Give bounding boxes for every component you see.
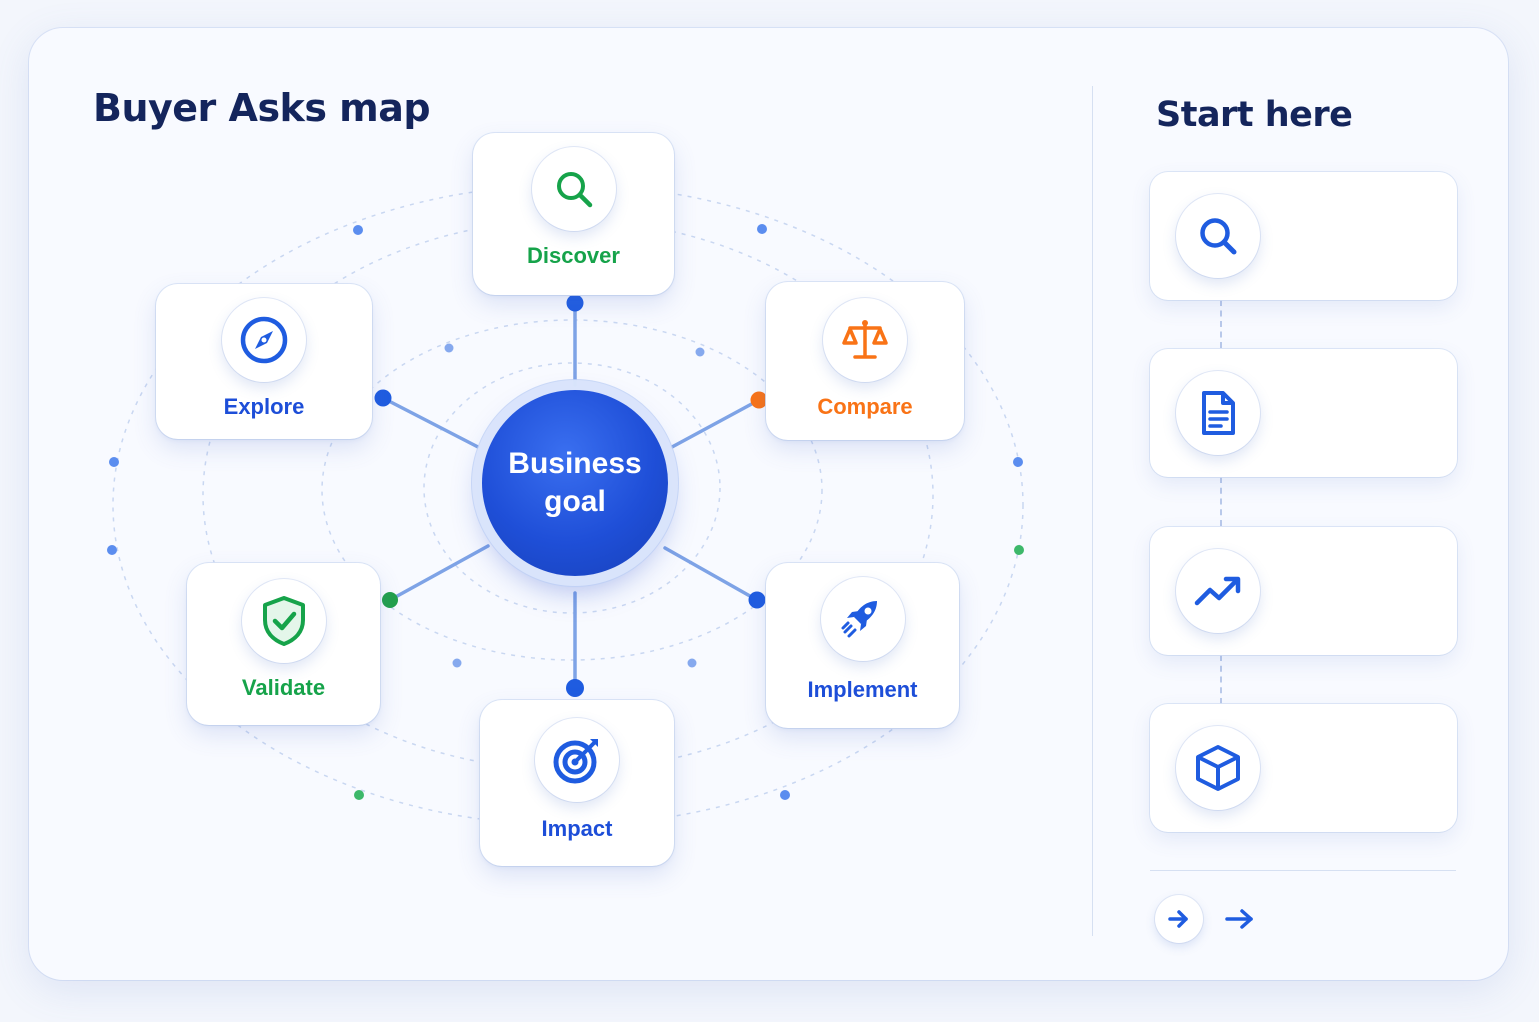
node-compare[interactable]: Compare — [766, 282, 964, 440]
node-label: Implement — [807, 677, 918, 702]
orbit-ring-middle — [202, 219, 934, 771]
spoke-validate — [388, 544, 490, 602]
node-label: Explore — [223, 394, 305, 419]
search-icon — [531, 147, 616, 231]
node-explore[interactable]: Explore — [156, 284, 372, 439]
orbit-dot — [444, 343, 454, 353]
orbit-dot — [452, 658, 462, 668]
orbit-dot — [354, 790, 364, 800]
endpoint-dot-impact — [566, 679, 584, 697]
arrow-right-icon — [1225, 909, 1253, 929]
compass-icon — [222, 298, 306, 382]
spoke-compare — [670, 398, 761, 449]
node-validate[interactable]: Validate — [187, 563, 380, 725]
spoke-explore — [381, 396, 480, 449]
spoke-implement — [663, 546, 759, 602]
orbit-dot — [780, 790, 790, 800]
sidebar-divider — [1150, 870, 1456, 871]
vertical-divider — [1092, 86, 1093, 936]
node-impact[interactable]: Impact — [480, 700, 674, 866]
node-label: Discover — [527, 243, 620, 268]
node-label: Compare — [817, 394, 913, 419]
orbit-dot — [1013, 457, 1023, 467]
orbit-ring-core — [423, 362, 721, 614]
step-card-trend[interactable] — [1150, 527, 1457, 655]
endpoint-dot-explore — [374, 389, 392, 407]
orbit-dot — [757, 224, 767, 234]
target-icon — [535, 718, 619, 802]
endpoint-dot-compare — [750, 391, 768, 409]
node-label: Impact — [541, 816, 613, 841]
rocket-icon — [820, 577, 905, 661]
orbit-dot — [687, 658, 697, 668]
orbit-dot — [107, 545, 117, 555]
scales-icon — [823, 298, 907, 382]
center-label: Business goal — [508, 447, 642, 518]
trend-up-icon — [1176, 549, 1260, 633]
node-discover[interactable]: Discover — [473, 133, 674, 295]
step-connector — [1220, 300, 1222, 348]
step-card-document[interactable] — [1150, 349, 1457, 477]
document-icon — [1176, 371, 1260, 455]
center-goal[interactable]: Business goal — [482, 390, 668, 576]
sidebar-title: Start here — [1156, 95, 1353, 135]
step-card-search[interactable] — [1150, 172, 1457, 300]
shield-check-icon — [241, 579, 326, 663]
forward-link[interactable] — [1220, 900, 1260, 938]
endpoint-dot-validate — [382, 592, 398, 608]
orbit-ring-inner — [321, 319, 823, 661]
endpoint-dot-implement — [748, 591, 766, 609]
step-card-cube[interactable] — [1150, 704, 1457, 832]
arrow-right-icon — [1168, 910, 1188, 928]
orbit-dot — [1014, 545, 1024, 555]
orbit-dot — [109, 457, 119, 467]
orbit-dot — [695, 347, 705, 357]
endpoint-dot-discover — [566, 294, 584, 312]
page-title: Buyer Asks map — [93, 86, 431, 130]
step-connector — [1220, 655, 1222, 704]
step-connector — [1220, 477, 1222, 526]
search-icon — [1176, 194, 1260, 278]
node-label: Validate — [241, 675, 326, 700]
node-implement[interactable]: Implement — [766, 563, 959, 728]
next-button[interactable] — [1155, 895, 1203, 943]
cube-icon — [1176, 726, 1260, 810]
orbit-dot — [353, 225, 363, 235]
